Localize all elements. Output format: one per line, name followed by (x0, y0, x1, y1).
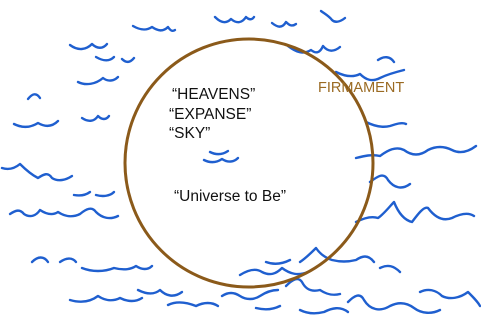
water-wave (240, 268, 308, 275)
expanse-label: “EXPANSE” (169, 106, 251, 124)
water-wave (272, 22, 296, 27)
water-wave (168, 302, 218, 306)
water-wave (14, 121, 58, 127)
water-wave (222, 290, 278, 299)
water-wave (366, 122, 406, 127)
water-wave (336, 70, 404, 80)
water-wave (138, 290, 182, 296)
water-wave (380, 266, 400, 272)
water-wave (78, 77, 118, 84)
water-wave (74, 192, 90, 195)
waters-group (2, 11, 480, 313)
water-wave (82, 266, 152, 271)
water-wave (122, 58, 134, 62)
water-wave (370, 176, 410, 188)
water-wave (378, 57, 394, 62)
water-wave (70, 44, 107, 49)
water-wave (82, 116, 109, 121)
water-wave (96, 192, 114, 196)
heavens-label: “HEAVENS” (172, 86, 255, 104)
water-wave (60, 259, 76, 262)
firmament-circle (125, 39, 373, 287)
water-wave (32, 258, 48, 263)
water-wave (348, 296, 440, 313)
universe-label: “Universe to Be” (174, 188, 286, 206)
water-wave (286, 279, 340, 295)
water-wave (96, 57, 114, 60)
water-wave (10, 209, 118, 218)
firmament-label: FIRMAMENT (318, 80, 404, 96)
water-wave (420, 290, 480, 306)
water-wave (266, 260, 290, 264)
water-wave (210, 151, 228, 154)
water-wave (215, 17, 254, 22)
sky-label: “SKY” (169, 125, 210, 143)
water-wave (300, 308, 348, 313)
water-wave (70, 296, 142, 302)
water-wave (28, 94, 40, 99)
water-wave (204, 158, 238, 162)
water-wave (321, 11, 345, 22)
water-wave (356, 202, 474, 222)
water-wave (256, 306, 280, 309)
water-wave (2, 164, 72, 180)
water-wave (133, 26, 175, 31)
